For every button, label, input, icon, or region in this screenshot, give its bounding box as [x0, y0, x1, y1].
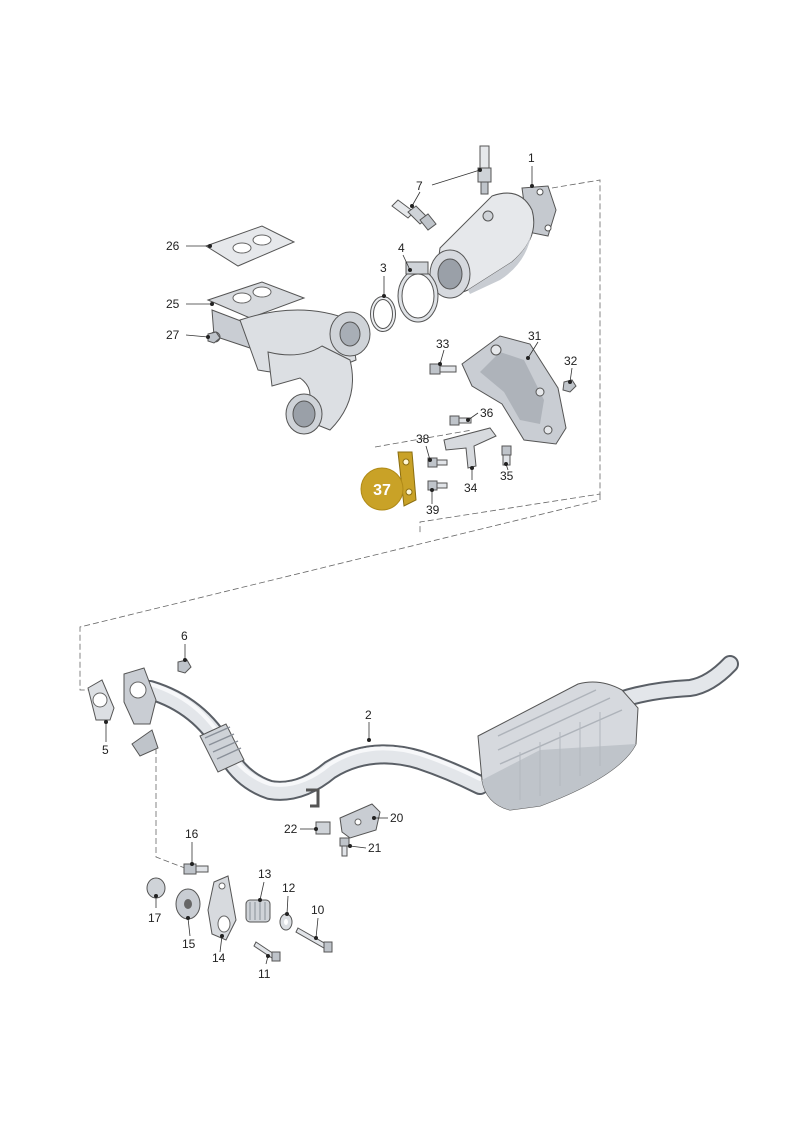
callout-14: 14 — [212, 951, 226, 965]
callout-39: 39 — [426, 503, 440, 517]
callout-21: 21 — [368, 841, 382, 855]
nut-27[interactable] — [207, 331, 221, 344]
nut-6[interactable] — [177, 659, 192, 674]
support-bracket[interactable] — [461, 335, 567, 445]
callout-37-badge[interactable]: 37 — [360, 467, 404, 511]
clip-nut-22[interactable] — [315, 821, 331, 835]
callout-1: 1 — [528, 151, 535, 165]
support-strap[interactable] — [443, 427, 497, 469]
callout-15: 15 — [182, 937, 196, 951]
lower-group-outline — [79, 494, 601, 691]
callout-12: 12 — [282, 881, 296, 895]
catalytic-converter[interactable] — [429, 185, 557, 299]
spring-13[interactable] — [245, 899, 271, 923]
callout-27: 27 — [166, 328, 180, 342]
callout-7: 7 — [416, 179, 423, 193]
seal-ring[interactable] — [370, 296, 396, 332]
callout-10: 10 — [311, 903, 325, 917]
exhaust-clamp[interactable] — [397, 261, 439, 323]
front-pipe-and-muffler[interactable] — [140, 655, 739, 811]
bolt-10[interactable] — [295, 927, 333, 953]
callout-20: 20 — [390, 811, 404, 825]
flange-gasket[interactable] — [87, 679, 115, 721]
callout-16: 16 — [185, 827, 199, 841]
callout-2: 2 — [365, 708, 372, 722]
front-pipe-flange[interactable] — [123, 667, 159, 757]
callout-33: 33 — [436, 337, 450, 351]
callout-labels: 1 7 4 3 26 25 27 31 33 32 36 38 35 34 39… — [102, 151, 578, 981]
callout-13: 13 — [258, 867, 272, 881]
callout-35: 35 — [500, 469, 514, 483]
rear-mount[interactable] — [339, 803, 381, 839]
callout-32: 32 — [564, 354, 578, 368]
bolt-36[interactable] — [449, 415, 472, 426]
leader-lines — [104, 166, 573, 965]
callout-36: 36 — [480, 406, 494, 420]
callout-26: 26 — [166, 239, 180, 253]
bolt-33[interactable] — [429, 363, 457, 375]
hanger-bracket-14[interactable] — [207, 875, 237, 941]
callout-17: 17 — [148, 911, 162, 925]
hanger-group-outline — [155, 748, 191, 871]
bracket-group-outline — [374, 429, 473, 448]
callout-22: 22 — [284, 822, 298, 836]
turbo-gasket[interactable] — [204, 225, 296, 267]
callout-34: 34 — [464, 481, 478, 495]
rubber-mount-15[interactable] — [175, 888, 201, 920]
callout-4: 4 — [398, 241, 405, 255]
oxygen-sensor-lower[interactable] — [391, 199, 437, 231]
bolt-11[interactable] — [253, 941, 281, 962]
washer-12[interactable] — [279, 913, 293, 931]
bolt-38[interactable] — [427, 457, 448, 468]
callout-5: 5 — [102, 743, 109, 757]
callout-38: 38 — [416, 432, 430, 446]
callout-25: 25 — [166, 297, 180, 311]
callout-31: 31 — [528, 329, 542, 343]
callout-11: 11 — [258, 967, 271, 981]
bolt-21[interactable] — [339, 837, 350, 857]
callout-6: 6 — [181, 629, 188, 643]
turbocharger[interactable] — [206, 281, 371, 435]
callout-3: 3 — [380, 261, 387, 275]
bolt-16[interactable] — [183, 863, 209, 875]
callout-37: 37 — [373, 482, 391, 499]
